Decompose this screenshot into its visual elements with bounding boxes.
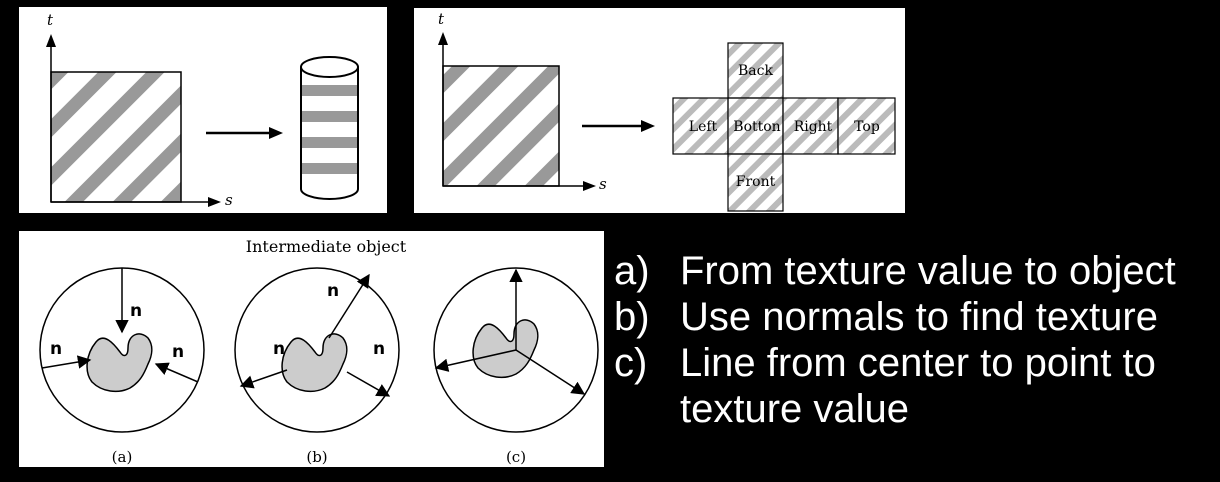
caption-a: (a) bbox=[112, 448, 133, 466]
s-axis-label: s bbox=[225, 191, 233, 209]
texture-to-cylinder-figure: t s bbox=[19, 7, 387, 213]
bullet-label: a) bbox=[614, 249, 650, 293]
texture-to-cube-figure: t s Back Left Botton Right Top Front bbox=[414, 8, 905, 213]
face-right-label: Right bbox=[794, 119, 833, 135]
cube-net: Back Left Botton Right Top Front bbox=[672, 42, 896, 212]
face-left-label: Left bbox=[689, 119, 718, 135]
diagram-a: n n n bbox=[39, 267, 205, 433]
bullet-label: c) bbox=[614, 341, 648, 385]
t-axis-label: t bbox=[438, 10, 445, 28]
s-axis-label: s bbox=[599, 175, 607, 193]
bullet-text: Use normals to find texture bbox=[680, 295, 1158, 339]
bullet-label: b) bbox=[614, 295, 650, 339]
normal-label: n bbox=[373, 339, 385, 359]
t-axis-label: t bbox=[47, 11, 54, 29]
diagram-c bbox=[433, 267, 599, 433]
bullet-text: From texture value to object bbox=[680, 249, 1176, 293]
bullet-a: a) From texture value to object bbox=[614, 248, 1220, 294]
face-back-label: Back bbox=[738, 63, 773, 79]
bullet-text: Line from center to point to texture val… bbox=[680, 341, 1156, 431]
normal-label: n bbox=[50, 339, 62, 359]
intermediate-object-figure: Intermediate object n n n (a) n n n (b) bbox=[19, 231, 604, 467]
face-top-label: Top bbox=[854, 119, 880, 135]
normal-label: n bbox=[130, 301, 142, 321]
face-front-label: Front bbox=[736, 174, 776, 190]
figure-title: Intermediate object bbox=[246, 237, 407, 256]
diagram-b: n n n bbox=[234, 267, 400, 433]
face-bottom-label: Botton bbox=[733, 119, 780, 135]
cylinder bbox=[300, 56, 359, 200]
normal-label: n bbox=[327, 281, 339, 301]
bullet-list: a) From texture value to object b) Use n… bbox=[614, 248, 1220, 432]
caption-c: (c) bbox=[506, 448, 526, 466]
normal-label: n bbox=[273, 339, 285, 359]
bullet-b: b) Use normals to find texture bbox=[614, 294, 1220, 340]
texture-square bbox=[443, 66, 559, 186]
caption-b: (b) bbox=[306, 448, 327, 466]
normal-label: n bbox=[172, 342, 184, 362]
bullet-c: c) Line from center to point to texture … bbox=[614, 340, 1220, 432]
